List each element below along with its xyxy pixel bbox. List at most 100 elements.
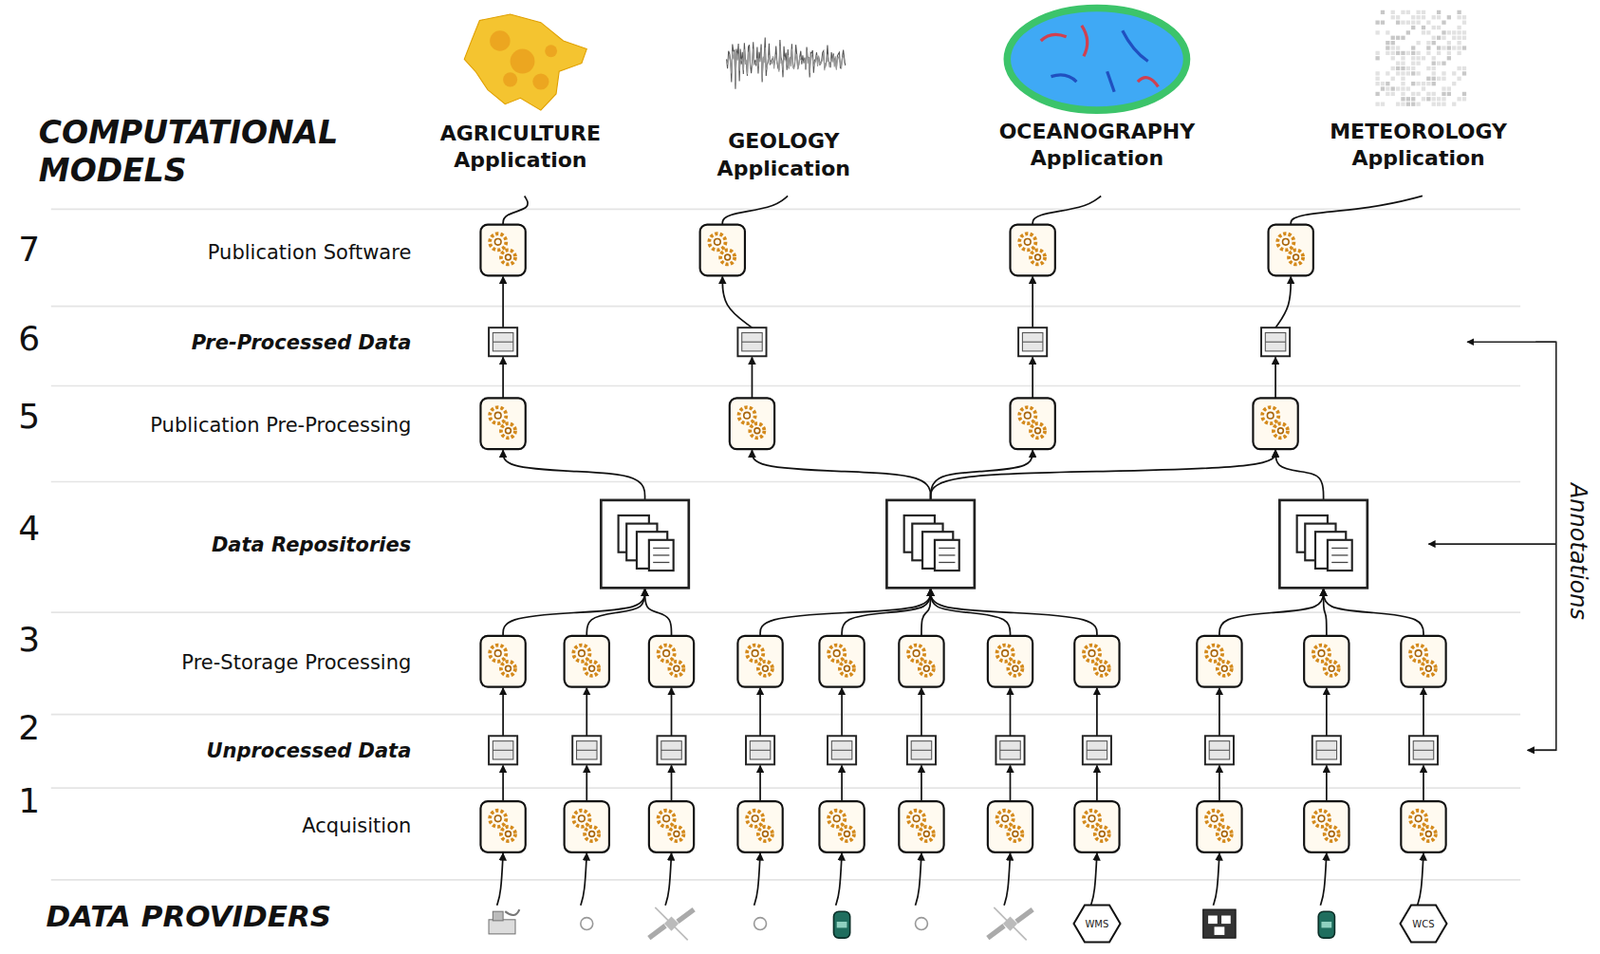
pipeline-wire [1032,195,1101,224]
pipeline-wire [645,588,672,635]
weather-field [1426,92,1431,96]
weather-field [1375,51,1379,56]
data-box [488,327,518,356]
weather-field [1426,30,1431,35]
seismic-trace [726,37,846,90]
data-box [1261,327,1290,356]
pipeline-wire [1290,195,1423,224]
weather-field [1375,30,1379,35]
pipeline-wire [1096,764,1098,801]
weather-field [1432,55,1436,60]
data-box [1018,327,1047,356]
provider-icon [1203,909,1236,938]
pipeline-wire [915,853,922,906]
pipeline-wire [585,764,588,801]
weather-field [1432,102,1436,107]
weather-field [1406,10,1411,15]
process-box [987,635,1033,688]
weather-field [1411,61,1415,66]
pipeline-wire [502,195,528,224]
weather-field [1411,20,1415,25]
pipeline-wire [502,764,504,801]
data-box [1409,735,1438,764]
seismic-trace [726,45,846,83]
pipeline-wire [920,764,923,801]
provider-icon [488,909,520,934]
weather-field [1415,92,1420,96]
layer-name: Pre-Storage Processing [181,651,411,675]
weather-field [1415,102,1420,107]
weather-field [1421,15,1426,19]
weather-field [1395,66,1400,71]
application-name: METEOROLOGY Application [1329,118,1507,173]
hexagon-shape [1073,905,1120,943]
service-hexagon: WMS [1072,903,1122,944]
weather-field [1385,71,1390,75]
data-box [656,735,686,764]
annotation-arrow [1527,749,1557,752]
weather-field [1375,71,1379,75]
weather-field [1411,92,1415,96]
layer-name: Publication Pre-Processing [149,414,411,439]
weather-field [1400,71,1405,75]
map-patch [510,49,536,75]
weather-field [1441,71,1446,75]
row-separator [51,481,1521,484]
weather-field [1400,66,1405,71]
application-name: GEOLOGY Application [717,128,851,183]
weather-field [1400,86,1405,91]
pipeline-wire [1422,764,1425,801]
data-box [1312,735,1341,764]
row-separator [51,305,1521,308]
weather-field [1400,96,1405,101]
weather-field [1432,81,1436,86]
data-repository [886,500,974,588]
layer-number: 4 [18,507,40,549]
pipeline-wire [1096,688,1098,737]
pipeline-wire [754,853,761,906]
weather-field [1406,102,1411,107]
weather-field [1462,20,1467,25]
weather-field [1385,81,1390,86]
weather-field [1385,92,1390,96]
ocean-streak [1051,74,1078,82]
row-separator [51,713,1521,716]
process-box [564,635,610,688]
layer-number: 6 [18,317,40,359]
weather-field [1456,40,1461,45]
weather-field [1426,40,1431,45]
process-box [1303,635,1349,688]
weather-field [1456,76,1461,81]
pipeline-wire [1004,853,1010,906]
weather-field [1436,76,1441,81]
map-patch [489,30,511,52]
weather-field [1436,61,1441,66]
weather-field [1380,10,1385,15]
weather-field [1395,71,1400,75]
weather-field [1432,66,1436,71]
data-box [572,735,601,764]
weather-field [1375,102,1379,107]
pipeline-wire [502,688,504,737]
pipeline-wire [722,276,752,328]
layer-name: Unprocessed Data [205,740,411,764]
map-patch [502,72,518,87]
weather-field [1385,30,1390,35]
process-box [480,397,525,449]
weather-field [1426,20,1431,25]
pipeline-wire [1275,276,1291,328]
weather-field [1400,51,1405,56]
section-heading: COMPUTATIONAL MODELS [38,113,338,189]
row-separator [51,878,1521,881]
weather-field [1391,51,1396,56]
pipeline-wire [1218,688,1221,737]
layer-name: Publication Software [207,241,412,265]
data-box [1205,735,1234,764]
weather-field [1415,81,1420,86]
weather-field [1411,51,1415,56]
provider-icon [649,907,694,940]
weather-field [1426,81,1431,86]
weather-field [1415,10,1420,15]
weather-field [1436,36,1441,40]
